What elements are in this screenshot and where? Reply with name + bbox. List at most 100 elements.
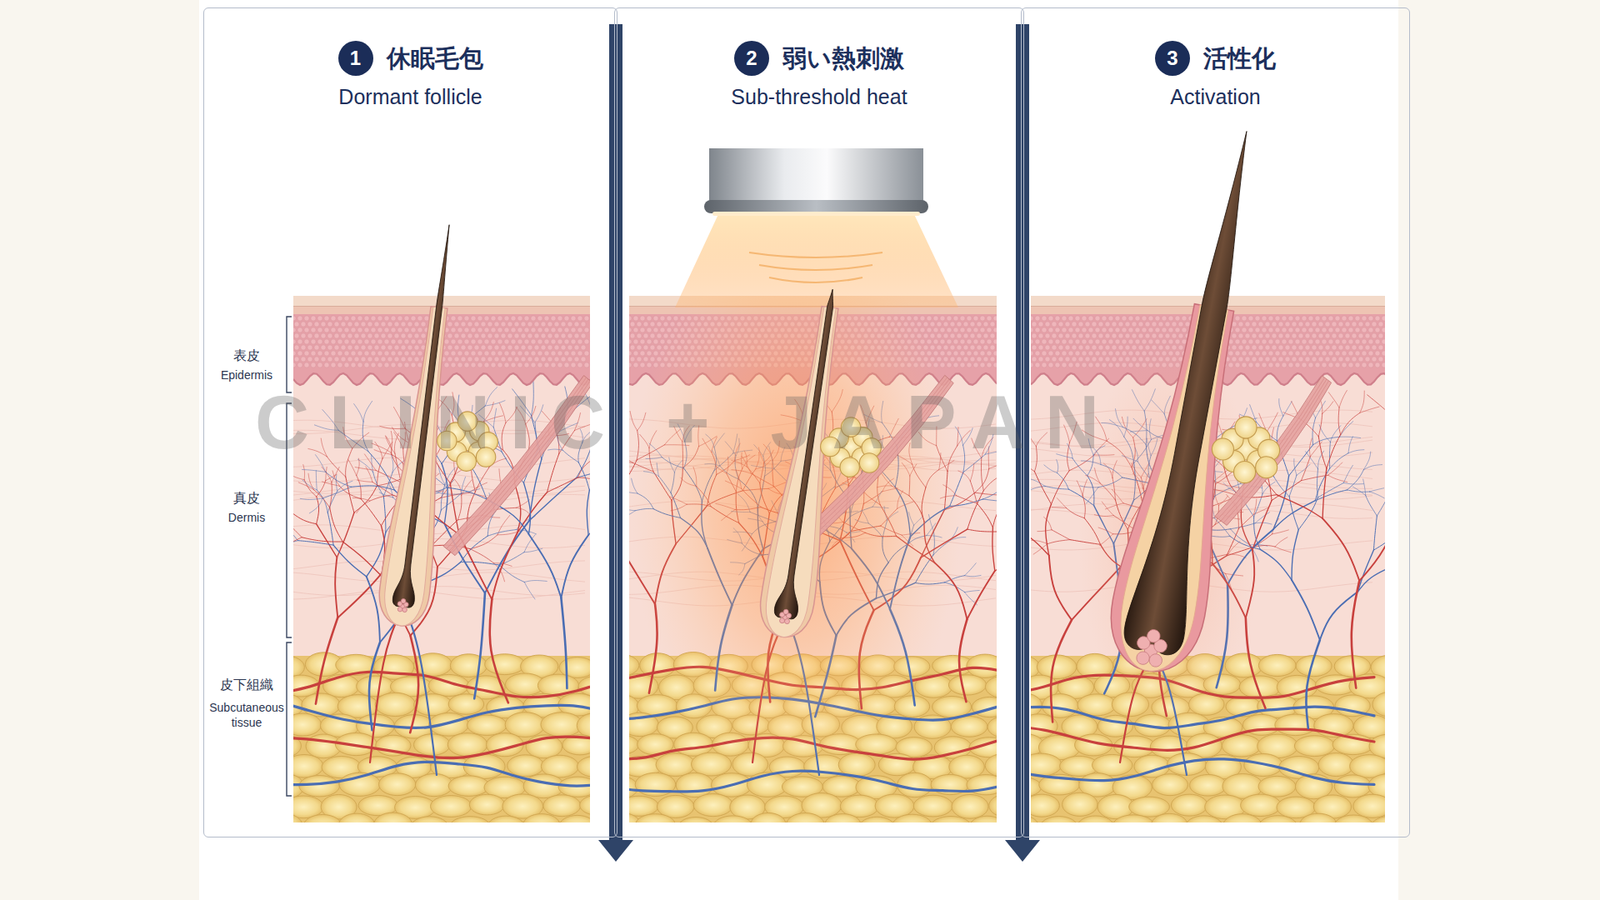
fat-layer bbox=[1275, 714, 1316, 736]
epidermis-cells bbox=[404, 339, 410, 345]
epidermis-cells bbox=[397, 362, 403, 368]
epidermis-cells bbox=[584, 327, 590, 333]
epidermis-cells bbox=[520, 333, 526, 339]
blood-vessels bbox=[983, 474, 997, 491]
epidermis-cells bbox=[953, 339, 959, 345]
epidermis-cells bbox=[507, 345, 513, 350]
epidermis-cells bbox=[990, 356, 995, 362]
epidermis-cells bbox=[640, 315, 645, 321]
fat-layer bbox=[293, 755, 324, 779]
epidermis-cells bbox=[547, 321, 553, 327]
epidermis-cells bbox=[554, 356, 560, 362]
blood-vessels bbox=[293, 475, 305, 480]
epidermis-cells bbox=[640, 327, 645, 333]
epidermis-cells bbox=[397, 327, 403, 333]
epidermis-cells bbox=[564, 362, 570, 368]
epidermis-cells bbox=[580, 333, 586, 339]
epidermis-cells bbox=[444, 350, 450, 356]
blood-vessels bbox=[447, 487, 487, 500]
epidermis-cells bbox=[400, 333, 406, 339]
heat-beam bbox=[759, 265, 873, 270]
epidermis-cells bbox=[294, 356, 300, 362]
epidermis-cells bbox=[993, 327, 997, 333]
epidermis-cells bbox=[417, 315, 423, 321]
epidermis-cells bbox=[447, 333, 453, 339]
epidermis-cells bbox=[933, 339, 939, 345]
epidermis-cells bbox=[560, 321, 566, 327]
epidermis-cells bbox=[300, 333, 306, 339]
epidermis-cells bbox=[963, 356, 969, 362]
dermal-papilla bbox=[396, 598, 410, 613]
epidermis-cells bbox=[494, 345, 500, 350]
epidermis-cells bbox=[567, 333, 573, 339]
epidermis-cells bbox=[993, 350, 997, 356]
heat-device bbox=[709, 148, 924, 202]
epidermis-cells bbox=[330, 339, 336, 345]
blood-vessels bbox=[523, 482, 530, 535]
epidermis-cells bbox=[550, 327, 556, 333]
epidermis-cells bbox=[350, 350, 356, 356]
epidermis-cells bbox=[554, 321, 560, 327]
blood-vessels bbox=[490, 599, 509, 703]
blood-vessels bbox=[313, 490, 330, 509]
epidermis-cells bbox=[497, 350, 503, 356]
blood-vessels bbox=[410, 635, 419, 733]
fat-layer bbox=[785, 813, 825, 823]
epidermis-cells bbox=[497, 339, 503, 345]
blood-vessels bbox=[588, 501, 590, 535]
blood-vessels bbox=[352, 497, 370, 501]
blood-vessels bbox=[981, 458, 985, 491]
epidermis-cells bbox=[310, 362, 316, 368]
epidermis-cells bbox=[337, 350, 343, 356]
epidermis-cells bbox=[320, 356, 326, 362]
blood-vessels bbox=[497, 515, 510, 535]
epidermis-cells bbox=[633, 362, 639, 368]
epidermis-cells bbox=[460, 333, 466, 339]
blood-vessels bbox=[335, 475, 337, 491]
blood-vessels bbox=[348, 460, 357, 476]
epidermis-cells bbox=[417, 362, 423, 368]
epidermis-cells bbox=[936, 345, 942, 350]
fat-layer bbox=[966, 654, 997, 678]
blood-vessels bbox=[370, 614, 400, 764]
epidermis-cells bbox=[520, 321, 526, 327]
epidermis-cells bbox=[364, 327, 370, 333]
epidermis-cells bbox=[653, 339, 659, 345]
epidermis-cells bbox=[494, 356, 500, 362]
epidermis-cells bbox=[324, 315, 330, 321]
epidermis-cells bbox=[524, 339, 530, 345]
epidermis-cells bbox=[544, 315, 550, 321]
epidermis-cells bbox=[474, 356, 480, 362]
epidermis-cells bbox=[497, 362, 503, 368]
epidermis-cells bbox=[560, 356, 566, 362]
epidermis-cells bbox=[337, 327, 343, 333]
blood-vessels bbox=[976, 503, 993, 528]
epidermis-cells bbox=[520, 345, 526, 350]
epidermis-cells bbox=[953, 315, 959, 321]
epidermis-cells bbox=[540, 356, 546, 362]
epidermis-cells bbox=[943, 345, 949, 350]
epidermis-cells bbox=[407, 345, 413, 350]
epidermis-cells bbox=[340, 345, 346, 350]
blood-vessels bbox=[333, 545, 367, 577]
epidermis-cells bbox=[387, 345, 393, 350]
epidermis-cells bbox=[484, 315, 490, 321]
epidermis-cells bbox=[923, 321, 929, 327]
fat-layer bbox=[1030, 753, 1062, 776]
epidermis-cells bbox=[293, 362, 296, 368]
fat-layer bbox=[930, 816, 972, 823]
epidermis-cells bbox=[374, 345, 380, 350]
epidermis-cells bbox=[307, 345, 313, 350]
epidermis-cells bbox=[474, 321, 480, 327]
epidermis-cells bbox=[477, 362, 483, 368]
epidermis-cells bbox=[327, 345, 333, 350]
fat-layer bbox=[989, 794, 997, 818]
epidermis-cells bbox=[370, 315, 376, 321]
epidermis-cells bbox=[986, 362, 992, 368]
epidermis-cells bbox=[330, 315, 336, 321]
fat-layer bbox=[540, 712, 583, 737]
fat-layer bbox=[825, 814, 861, 823]
epidermis-cells bbox=[973, 350, 979, 356]
blood-vessels bbox=[366, 576, 380, 643]
epidermis-cells bbox=[980, 362, 985, 368]
